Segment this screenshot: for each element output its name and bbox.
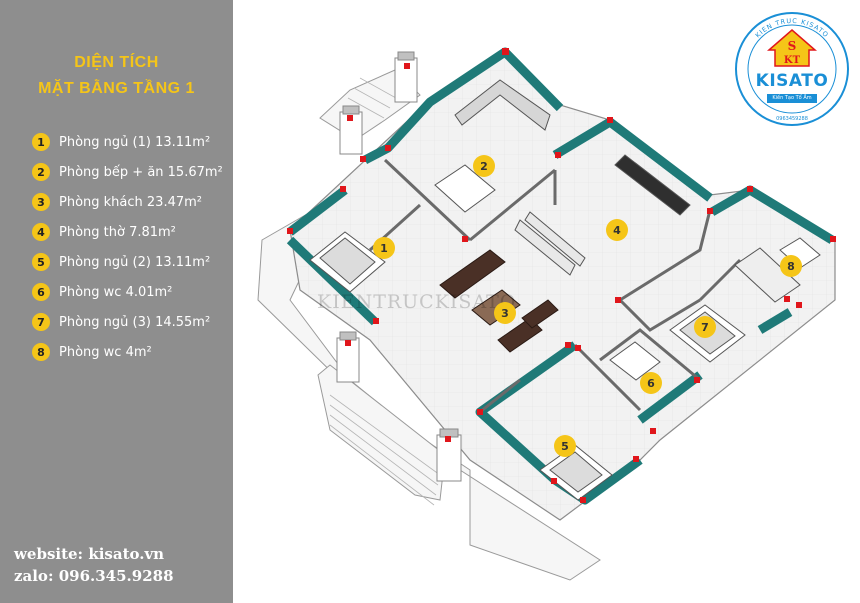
room-marker-2: 2 (473, 155, 495, 177)
number-badge: 5 (32, 253, 50, 271)
front-steps (329, 77, 441, 506)
logo-hotline: 0963459288 (776, 116, 808, 122)
room-marker-4: 4 (606, 219, 628, 241)
legend-item-label: Phòng thờ 7.81m² (59, 224, 176, 240)
interior-walls (368, 158, 742, 414)
room-legend: 1 Phòng ngủ (1) 13.11m² 2 Phòng bếp + ăn 1… (32, 127, 223, 367)
altar-cabinet (514, 154, 691, 276)
bed-room-1 (309, 231, 386, 293)
number-badge: 1 (32, 133, 50, 151)
legend-item: 4 Phòng thờ 7.81m² (32, 217, 223, 247)
watermark-text: KIENTRUCKISATO (317, 291, 516, 313)
legend-title-line2: MẶT BẰNG TẦNG 1 (38, 80, 195, 97)
legend-item: 1 Phòng ngủ (1) 13.11m² (32, 127, 223, 157)
legend-item: 2 Phòng bếp + ăn 15.67m² (32, 157, 223, 187)
legend-item-label: Phòng wc 4m² (59, 344, 152, 360)
legend-item-label: Phòng ngủ (1) 13.11m² (59, 134, 211, 150)
room-marker-label: 5 (561, 440, 569, 453)
legend-item: 6 Phòng wc 4.01m² (32, 277, 223, 307)
zalo-phone-text: zalo: 096.345.9288 (14, 567, 174, 585)
kisato-logo: KIEN TRUC KISATO S KT 0963459288 KISATO … (733, 10, 851, 128)
legend-title-line1: DIỆN TÍCH (74, 54, 159, 71)
room-marker-label: 7 (701, 321, 709, 334)
legend-item-label: Phòng khách 23.47m² (59, 194, 202, 210)
number-badge: 8 (32, 343, 50, 361)
room-marker-label: 1 (380, 242, 388, 255)
legend-item: 8 Phòng wc 4m² (32, 337, 223, 367)
room-marker-1: 1 (373, 237, 395, 259)
room-marker-label: 3 (501, 307, 509, 320)
number-badge: 3 (32, 193, 50, 211)
number-badge: 4 (32, 223, 50, 241)
number-badge: 6 (32, 283, 50, 301)
room-marker-label: 6 (647, 377, 655, 390)
kisato-house-emblem-icon: KIEN TRUC KISATO S KT 0963459288 (735, 12, 849, 126)
room-marker-7: 7 (694, 316, 716, 338)
bathroom-6-fixtures (609, 341, 661, 381)
bed-room-5 (539, 444, 613, 501)
room-marker-6: 6 (640, 372, 662, 394)
room-marker-label: 4 (613, 224, 621, 237)
logo-emblem-top: S (788, 39, 797, 53)
logo-emblem-bottom: KT (784, 55, 801, 66)
room-marker-label: 8 (787, 260, 795, 273)
number-badge: 7 (32, 313, 50, 331)
logo-brand-text: KISATO (755, 71, 829, 91)
room-marker-5: 5 (554, 435, 576, 457)
furniture (309, 79, 821, 501)
corner-markers (287, 48, 836, 503)
room-marker-label: 2 (480, 160, 488, 173)
legend-item-label: Phòng ngủ (3) 14.55m² (59, 314, 211, 330)
room-marker-8: 8 (780, 255, 802, 277)
number-badge: 2 (32, 163, 50, 181)
legend-panel: DIỆN TÍCH MẶT BẰNG TẦNG 1 1 Phòng ngủ (1)… (0, 0, 233, 603)
logo-slogan-text: Kiến Tạo Tổ Ấm (767, 94, 817, 103)
room-marker-3: 3 (494, 302, 516, 324)
legend-item: 5 Phòng ngủ (2) 13.11m² (32, 247, 223, 277)
website-text: website: kisato.vn (14, 545, 165, 563)
floor-plan-illustration: KIENTRUCKISATO 1 2 3 4 5 6 7 8 (257, 47, 836, 581)
legend-item-label: Phòng ngủ (2) 13.11m² (59, 254, 211, 270)
legend-item: 7 Phòng ngủ (3) 14.55m² (32, 307, 223, 337)
corner-pillars (336, 51, 462, 482)
legend-item-label: Phòng bếp + ăn 15.67m² (59, 164, 223, 180)
legend-item: 3 Phòng khách 23.47m² (32, 187, 223, 217)
legend-item-label: Phòng wc 4.01m² (59, 284, 173, 300)
kitchen-counter (434, 79, 551, 213)
